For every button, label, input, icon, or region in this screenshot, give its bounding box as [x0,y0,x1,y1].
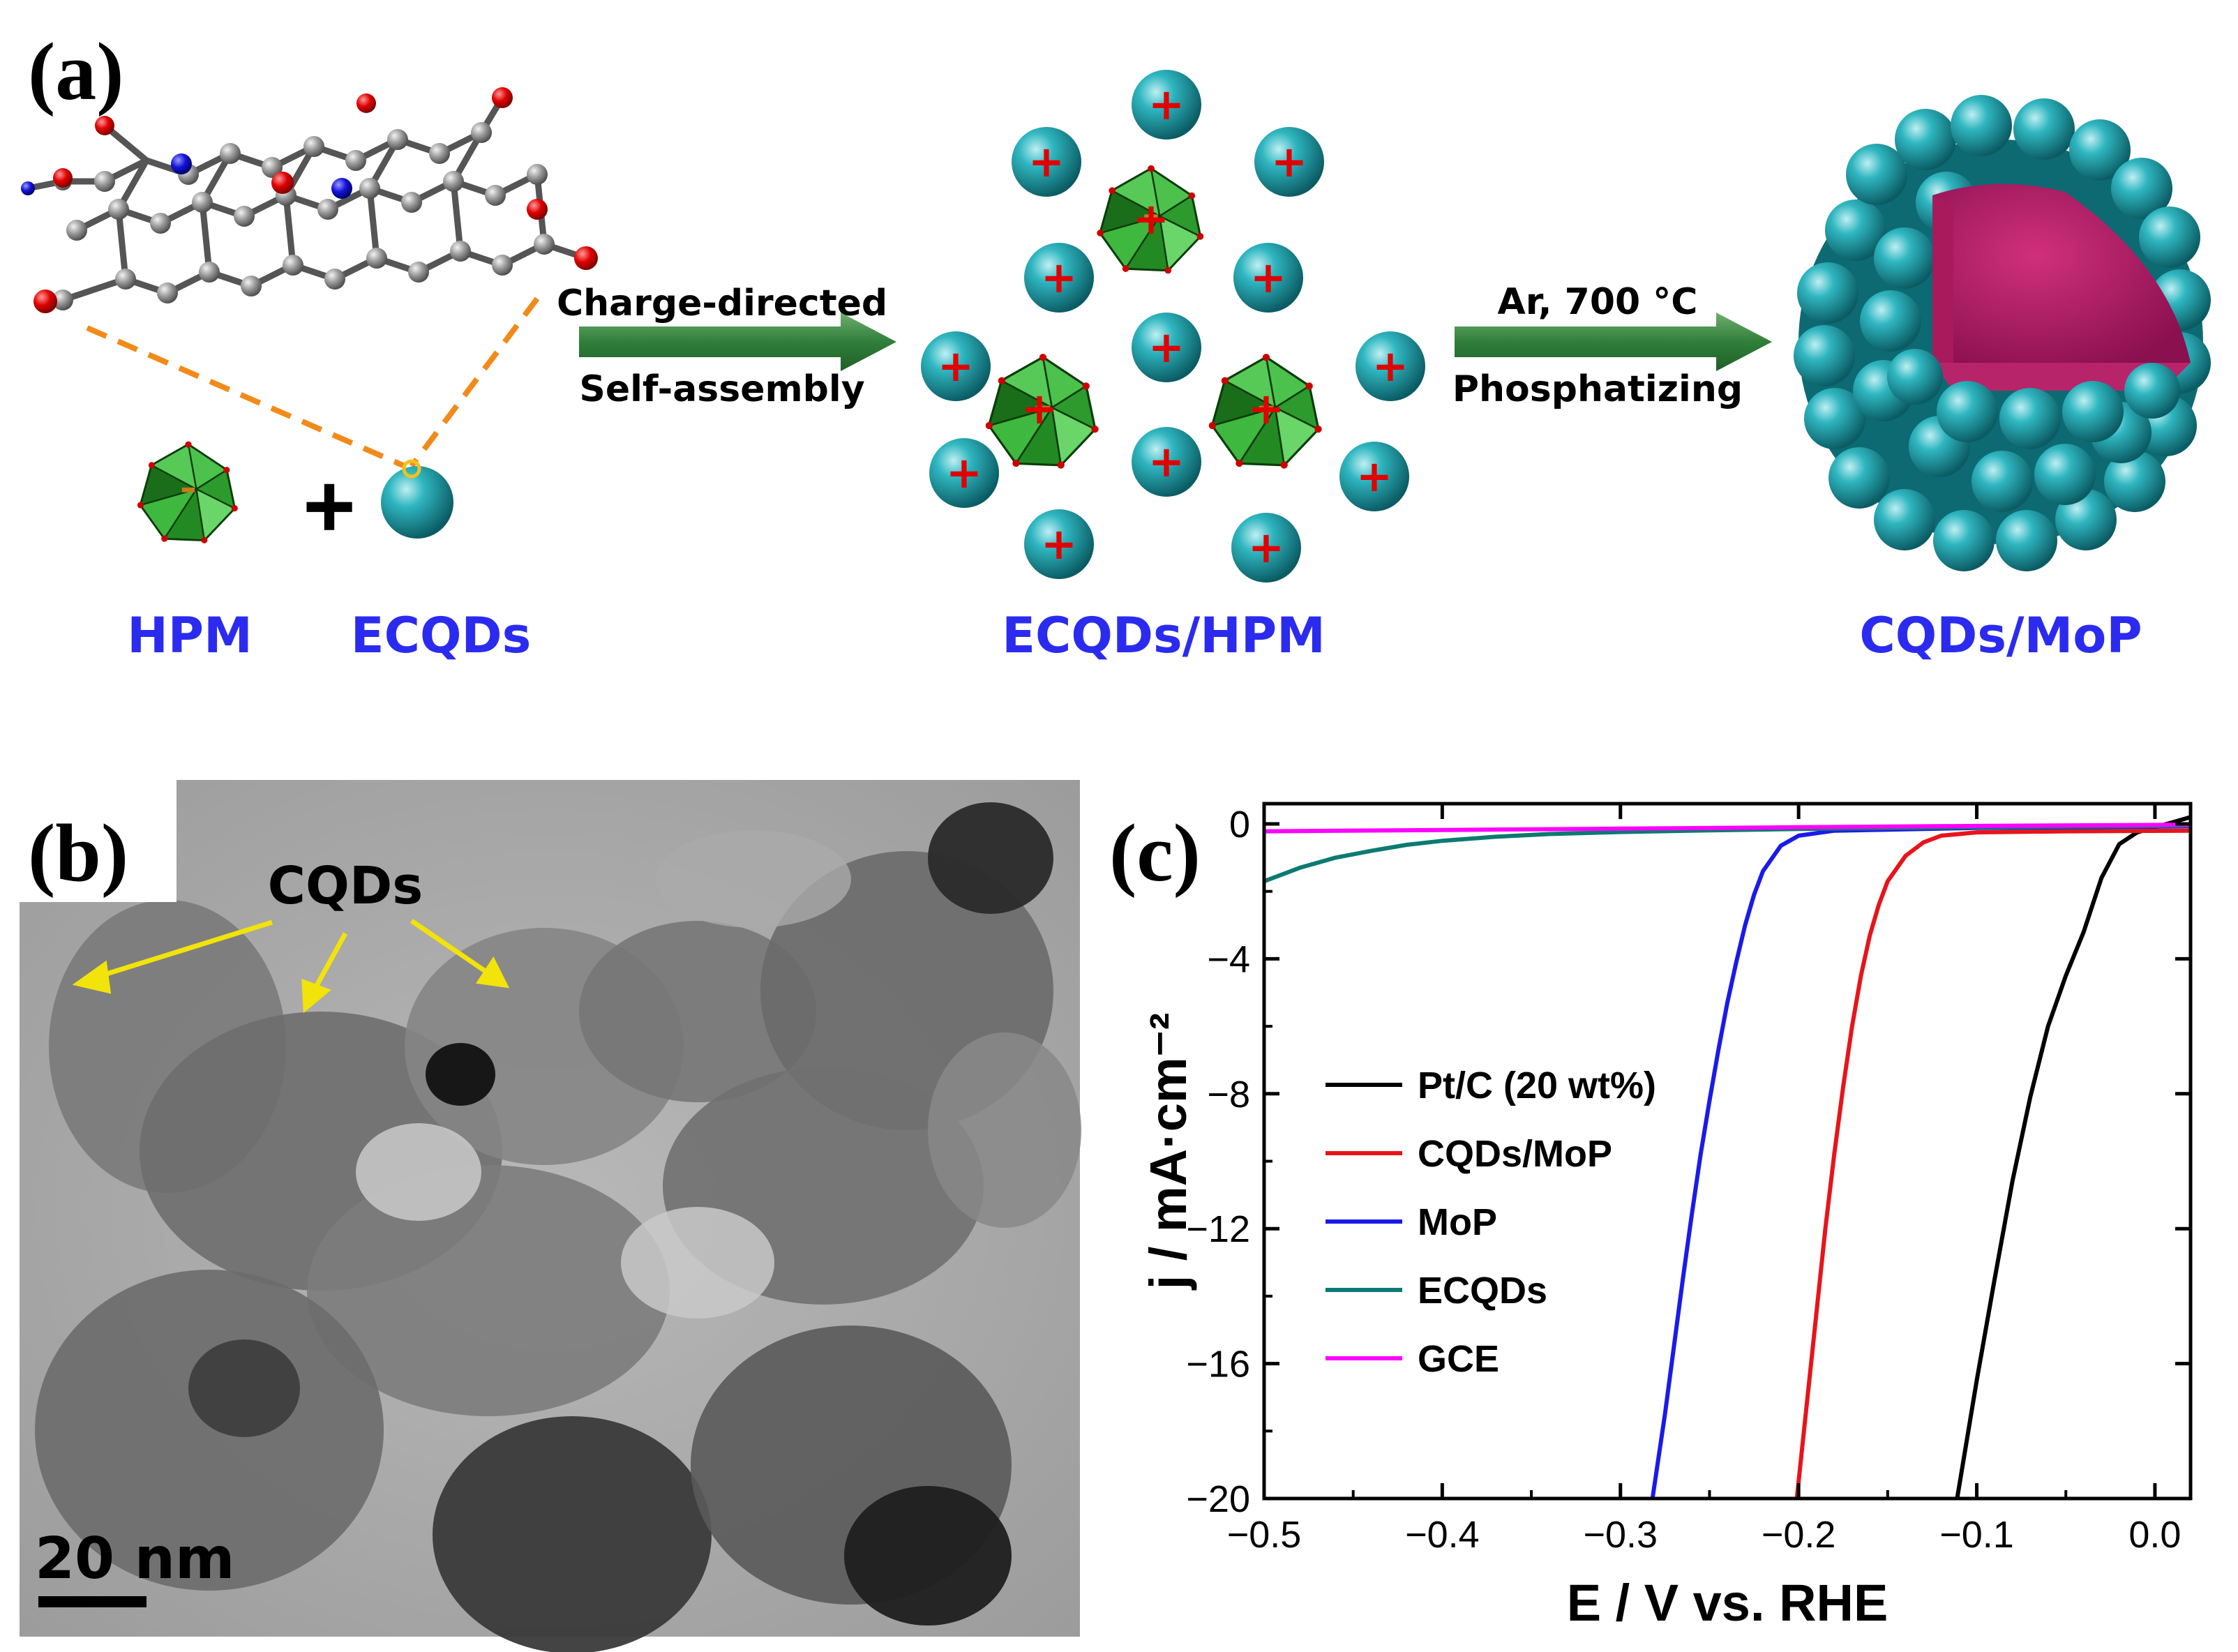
y-tick-label-1: −4 [1207,938,1250,980]
zoom-dashed-line-left [86,325,406,469]
panel-c-label: (c) [1109,807,1201,899]
label-hpm: HPM [127,607,253,664]
x-tick-label-5: 0.0 [2128,1514,2181,1556]
panel-c: (c) −0.5 −0.4 −0.3 −0.2 −0.1 0.0 0 −4 −8 −12 −16 −2… [1109,802,2193,1632]
hpm-polyoxometalate-icon [136,440,239,545]
label-cqds-mop: CQDs/MoP [1859,607,2142,664]
svg-text:+: + [938,340,974,391]
panel-b-label: (b) [28,807,128,899]
label-ecqds: ECQDs [351,607,531,664]
x-tick-label-0: −0.5 [1227,1514,1302,1556]
series-line-1 [1794,828,2191,1499]
hydrogen-evolution-polarization-chart: −0.5 −0.4 −0.3 −0.2 −0.1 0.0 0 −4 −8 −12 −16 −20 E /… [1139,802,2193,1632]
legend-label-0: Pt/C (20 wt%) [1418,1065,1656,1106]
ecqds-hpm-assembly-illustration: + + + + + + + + + + + + + + + + [921,70,1425,583]
x-axis-label: E / V vs. RHE [1567,1574,1888,1632]
y-tick-label-3: −12 [1186,1208,1250,1250]
cation-sphere-group [921,70,1425,583]
series-line-3 [1264,823,2191,884]
svg-text:+: + [1372,340,1409,391]
svg-text:+: + [1248,383,1284,434]
svg-text:+: + [1021,383,1058,434]
zoom-dashed-line-right [409,296,540,468]
svg-text:+: + [1248,522,1284,573]
x-tick-label-4: −0.1 [1939,1514,2014,1556]
svg-text:+: + [1148,436,1185,487]
arrow-right-icon-step1 [579,313,896,371]
carbon-dot-molecule-illustration [21,87,598,313]
panel-a: (a) [21,26,2211,664]
annotation-arrows [72,919,510,1014]
cqds-annotation-label: CQDs [268,856,423,916]
step1-label-line1: Charge-directed [557,283,887,324]
series-line-0 [1955,815,2191,1499]
legend-label-3: ECQDs [1418,1270,1547,1312]
tem-particles [35,802,1081,1652]
y-axis-label: j / mA·cm⁻² [1139,1013,1197,1291]
svg-text:+: + [1133,193,1169,244]
cation-plus-signs: + + + + + + + + + + + + + + + + [938,79,1409,573]
legend-label-4: GCE [1418,1338,1499,1380]
x-tick-label-2: −0.3 [1583,1514,1658,1556]
label-ecqds-hpm: ECQDs/HPM [1002,607,1325,664]
plus-sign: + [303,455,356,557]
ecqd-highlight-ring [402,459,421,479]
cqds-mop-core-shell-illustration [1794,95,2211,571]
svg-text:+: + [1041,518,1077,569]
panel-b-label-bg [20,780,177,902]
svg-text:+: + [1148,322,1185,373]
svg-text:+: + [1271,136,1307,187]
legend-label-1: CQDs/MoP [1418,1133,1612,1175]
svg-text:+: + [946,447,982,498]
svg-text:+: + [1041,252,1077,303]
ecqd-sphere-icon [381,466,453,539]
svg-text:+: + [1250,252,1286,303]
svg-text:+: + [1148,79,1185,130]
y-tick-label-0: 0 [1229,804,1250,846]
svg-text:+: + [1356,451,1392,502]
y-tick-label-4: −16 [1186,1344,1250,1386]
x-tick-label-3: −0.2 [1762,1514,1836,1556]
panel-b: (b) CQDs 20 nm [20,780,1081,1652]
series-line-2 [1650,824,2191,1499]
step2-label-line1: Ar, 700 °C [1498,281,1698,323]
arrow-right-icon-step2 [1455,313,1772,371]
series-line-4 [1264,823,2191,834]
panel-a-label: (a) [28,26,124,117]
x-tick-label-1: −0.4 [1405,1514,1480,1556]
plot-frame [1262,802,2193,1501]
scale-bar-label: 20 nm [35,1526,234,1592]
svg-text:+: + [1028,136,1065,187]
y-tick-label-5: −20 [1186,1478,1250,1520]
step2-label-line2: Phosphatizing [1452,368,1743,410]
y-tick-label-2: −8 [1207,1074,1250,1116]
legend-label-2: MoP [1418,1201,1497,1243]
scale-bar [38,1596,147,1607]
step1-label-line2: Self-assembly [579,368,864,410]
